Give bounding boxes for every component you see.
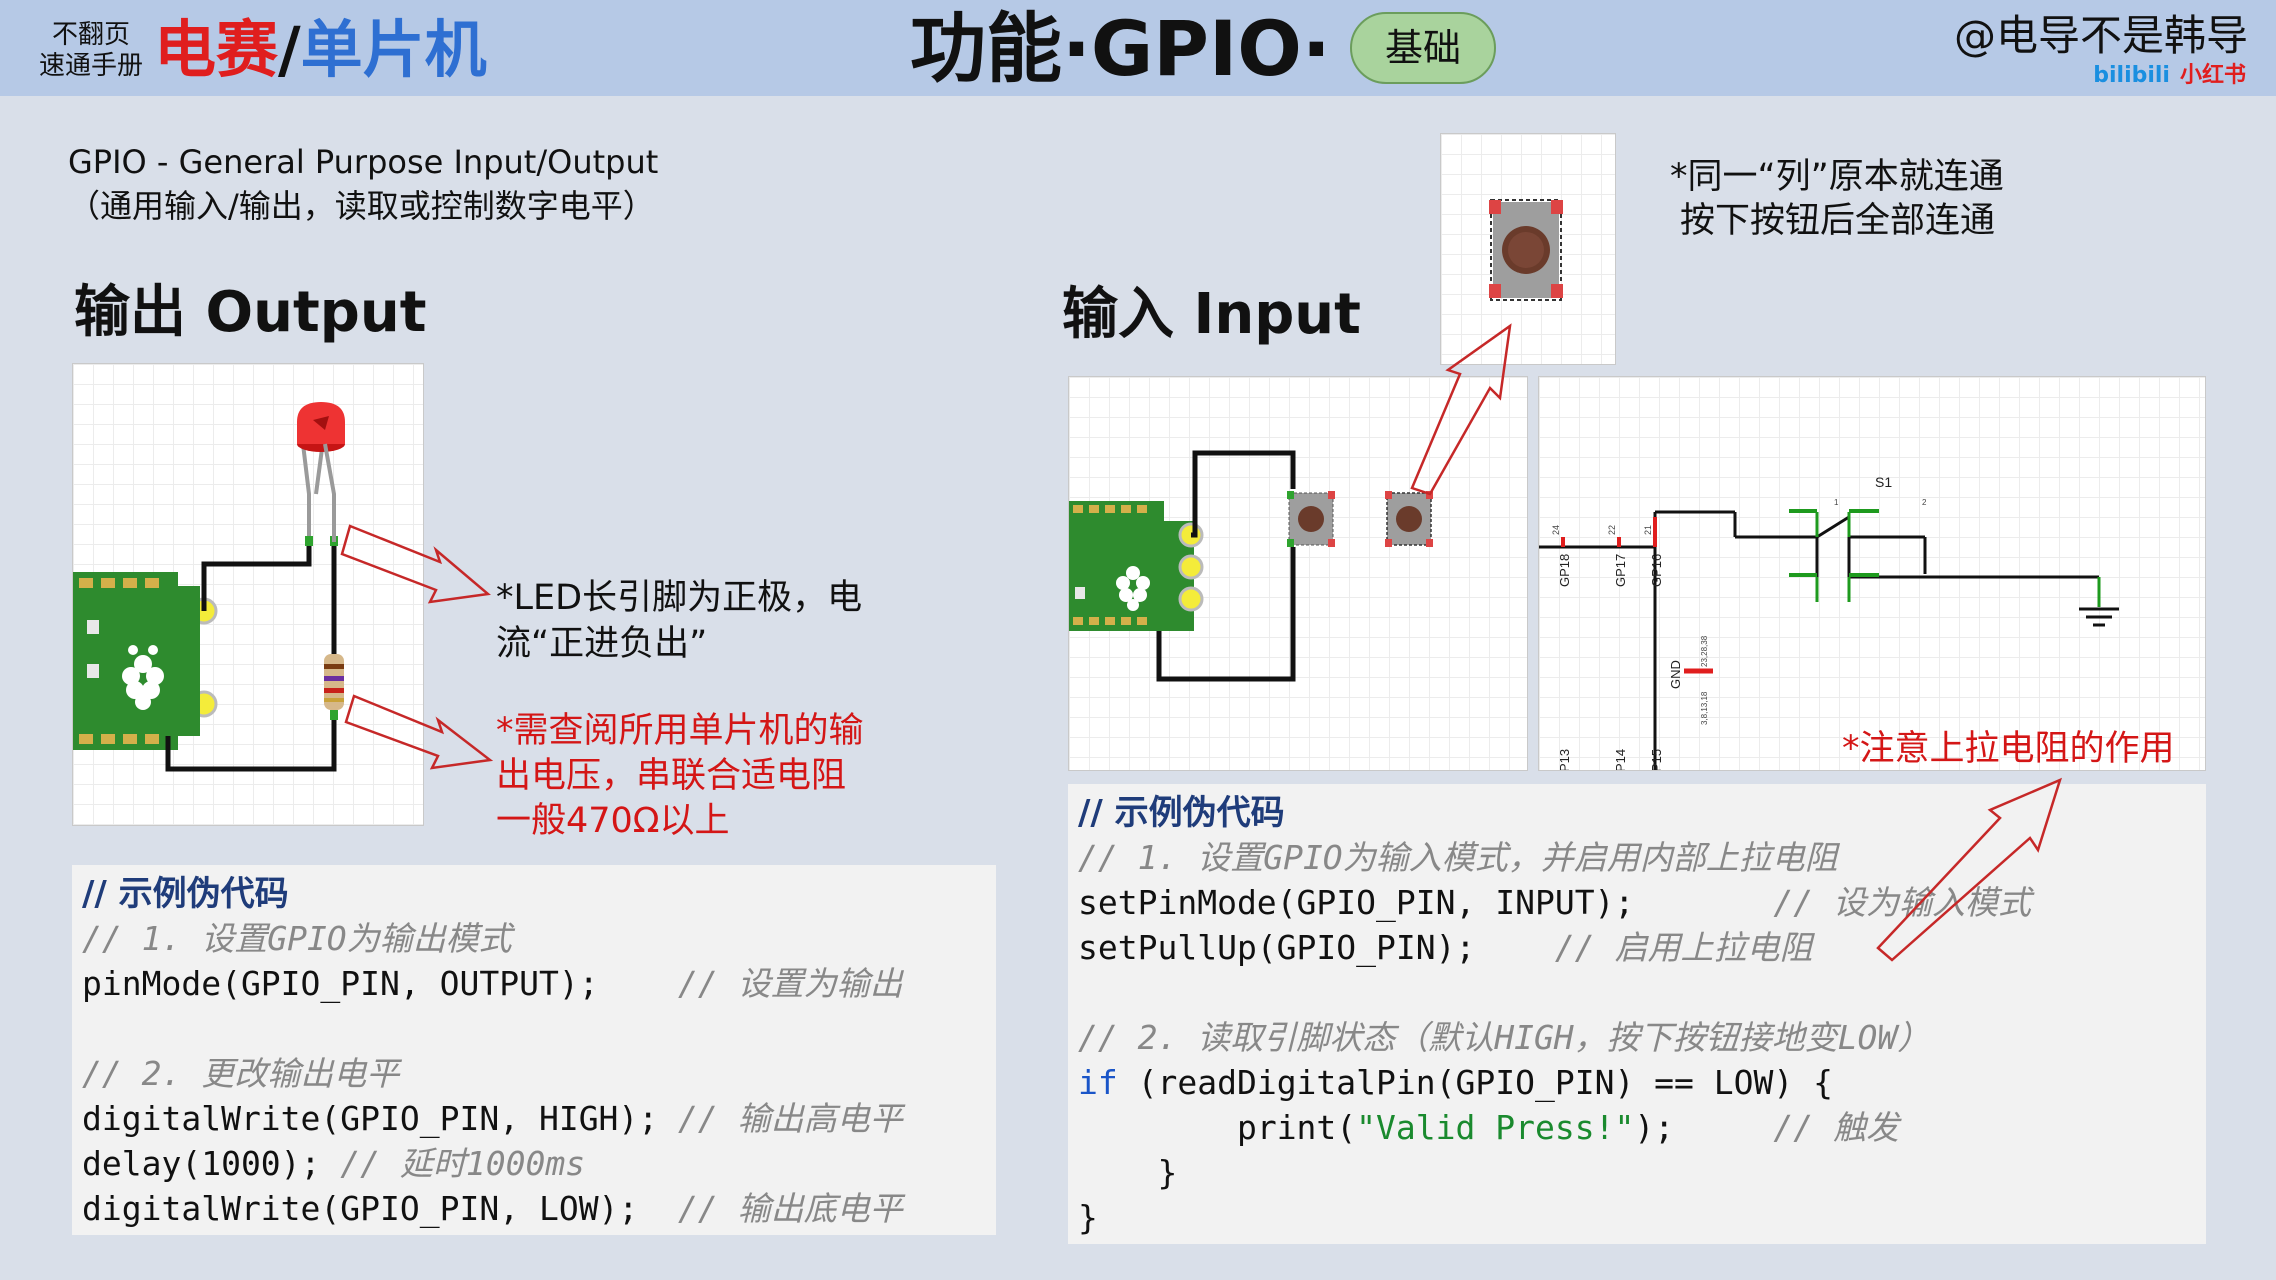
pin-label-p14: P14	[1613, 749, 1628, 771]
pullup-note: *注意上拉电阻的作用	[1842, 729, 2175, 769]
code-comment: // 1. 设置GPIO为输入模式，并启用内部上拉电阻	[1078, 838, 1838, 877]
input-schematic: S1 1 2 GP18 GP17 GP16 24 22 21 GND 23,28…	[1538, 376, 2206, 771]
author-handle: @电导不是韩导	[1953, 11, 2248, 60]
annotation-arrow-closeup	[1410, 323, 1512, 496]
wire-black-bottom	[165, 720, 337, 772]
code-comment: // 启用上拉电阻	[1554, 928, 1813, 967]
code-comment: // 输出底电平	[678, 1189, 903, 1228]
code-comment: // 触发	[1773, 1108, 1900, 1147]
code-line: );	[1634, 1108, 1675, 1147]
platform-bilibili: bilibili	[2093, 63, 2170, 88]
code-line: print(	[1236, 1108, 1357, 1147]
tactile-button-icon	[1385, 491, 1433, 547]
brand-part1: 电赛	[154, 13, 279, 86]
input-wires	[1156, 450, 1296, 682]
pin-gnd-numbers: 23,28,38	[1700, 635, 1709, 667]
pin-label-p13: P13	[1557, 749, 1572, 771]
code-line: delay(1000);	[82, 1144, 321, 1183]
code-line: digitalWrite(GPIO_PIN, HIGH);	[82, 1099, 659, 1138]
button-note-line2: 按下按钮后全部连通	[1680, 201, 1996, 241]
output-code-header: // 示例伪代码	[82, 874, 289, 914]
brand-title: 电赛/单片机	[154, 10, 487, 90]
pin-label-gp16: GP16	[1649, 554, 1664, 587]
input-code-header: // 示例伪代码	[1078, 793, 1285, 833]
mcu-pin-stubs	[1561, 517, 1713, 674]
tactile-button-icon	[1287, 491, 1335, 547]
switch-pin1-label: 1	[1834, 498, 1839, 507]
output-code-block: // 示例伪代码 // 1. 设置GPIO为输出模式 pinMode(GPIO_…	[72, 865, 996, 1235]
pin-number-22: 22	[1607, 525, 1617, 535]
pin-label-gp18: GP18	[1557, 554, 1572, 587]
pin-label-gnd: GND	[1668, 660, 1683, 689]
code-line: pinMode(GPIO_PIN, OUTPUT);	[82, 964, 599, 1003]
input-circuit-diagram	[1068, 376, 1528, 771]
switch-pins	[1789, 509, 1879, 602]
pico-board-icon	[1069, 501, 1204, 631]
button-note-line1: *同一“列”原本就连通	[1670, 157, 2004, 197]
code-comment: // 设置为输出	[678, 964, 903, 1003]
pin-number-24: 24	[1551, 525, 1561, 535]
pin-label-gp17: GP17	[1613, 554, 1628, 587]
gpio-definition: GPIO - General Purpose Input/Output	[68, 143, 659, 181]
code-line: setPinMode(GPIO_PIN, INPUT);	[1078, 883, 1635, 922]
switch-label: S1	[1875, 474, 1892, 490]
resistor-note-line2: 出电压，串联合适电阻	[496, 756, 847, 796]
code-comment: // 2. 读取引脚状态（默认HIGH，按下按钮接地变LOW）	[1078, 1018, 1931, 1057]
pin-gnd-numbers-2: 3,8,13,18	[1700, 691, 1709, 725]
resistor-note-line1: *需查阅所用单片机的输	[496, 711, 864, 751]
brand-subtitle: 不翻页 速通手册	[36, 20, 146, 82]
button-closeup-diagram	[1440, 133, 1616, 365]
output-circuit-diagram	[72, 363, 424, 826]
brand-part2: 单片机	[300, 13, 487, 86]
code-line: }	[1157, 1153, 1178, 1192]
code-line: digitalWrite(GPIO_PIN, LOW);	[82, 1189, 639, 1228]
input-section-title: 输入 Input	[1062, 282, 1361, 347]
resistor-note-line3: 一般470Ω以上	[496, 801, 730, 841]
tactile-button-icon	[1489, 199, 1563, 301]
brand-separator: /	[278, 13, 301, 86]
header-bar	[0, 0, 2276, 96]
switch-pin2-label: 2	[1922, 498, 1927, 507]
led-polarity-note-line2: 流“正进负出”	[496, 624, 708, 664]
code-line: (readDigitalPin(GPIO_PIN) == LOW) {	[1117, 1063, 1833, 1102]
led-polarity-note-line1: *LED长引脚为正极，电	[496, 578, 863, 618]
pin-label-p15: P15	[1649, 749, 1664, 771]
gpio-definition-cn: （通用输入/输出，读取或控制数字电平）	[68, 187, 655, 225]
code-comment: // 输出高电平	[678, 1099, 903, 1138]
pico-board-icon	[73, 572, 218, 750]
code-line: setPullUp(GPIO_PIN);	[1078, 928, 1476, 967]
code-comment: // 1. 设置GPIO为输出模式	[82, 919, 512, 958]
ground-symbol-icon	[2079, 577, 2119, 627]
annotation-arrows-output	[340, 524, 494, 770]
platform-xiaohongshu: 小红书	[2179, 63, 2246, 88]
pin-number-21: 21	[1643, 525, 1653, 535]
brand-subtitle-line1: 不翻页	[51, 20, 130, 50]
level-badge: 基础	[1350, 12, 1496, 84]
wire-black-top	[201, 542, 312, 611]
code-string: "Valid Press!"	[1356, 1108, 1635, 1147]
resistor-icon	[324, 654, 344, 720]
annotation-arrow-pullup	[1876, 777, 2063, 962]
code-comment: // 2. 更改输出电平	[82, 1054, 400, 1093]
code-comment: // 延时1000ms	[340, 1144, 586, 1183]
page-title: 功能·GPIO·	[910, 4, 1331, 93]
input-code-block: // 示例伪代码 // 1. 设置GPIO为输入模式，并启用内部上拉电阻 set…	[1068, 784, 2206, 1244]
code-keyword: if	[1078, 1063, 1118, 1102]
brand-subtitle-line2: 速通手册	[38, 51, 143, 81]
output-section-title: 输出 Output	[74, 280, 427, 345]
platform-list: bilibili 小红书	[2093, 62, 2246, 90]
code-line: }	[1078, 1198, 1098, 1237]
red-led-icon	[297, 402, 345, 546]
